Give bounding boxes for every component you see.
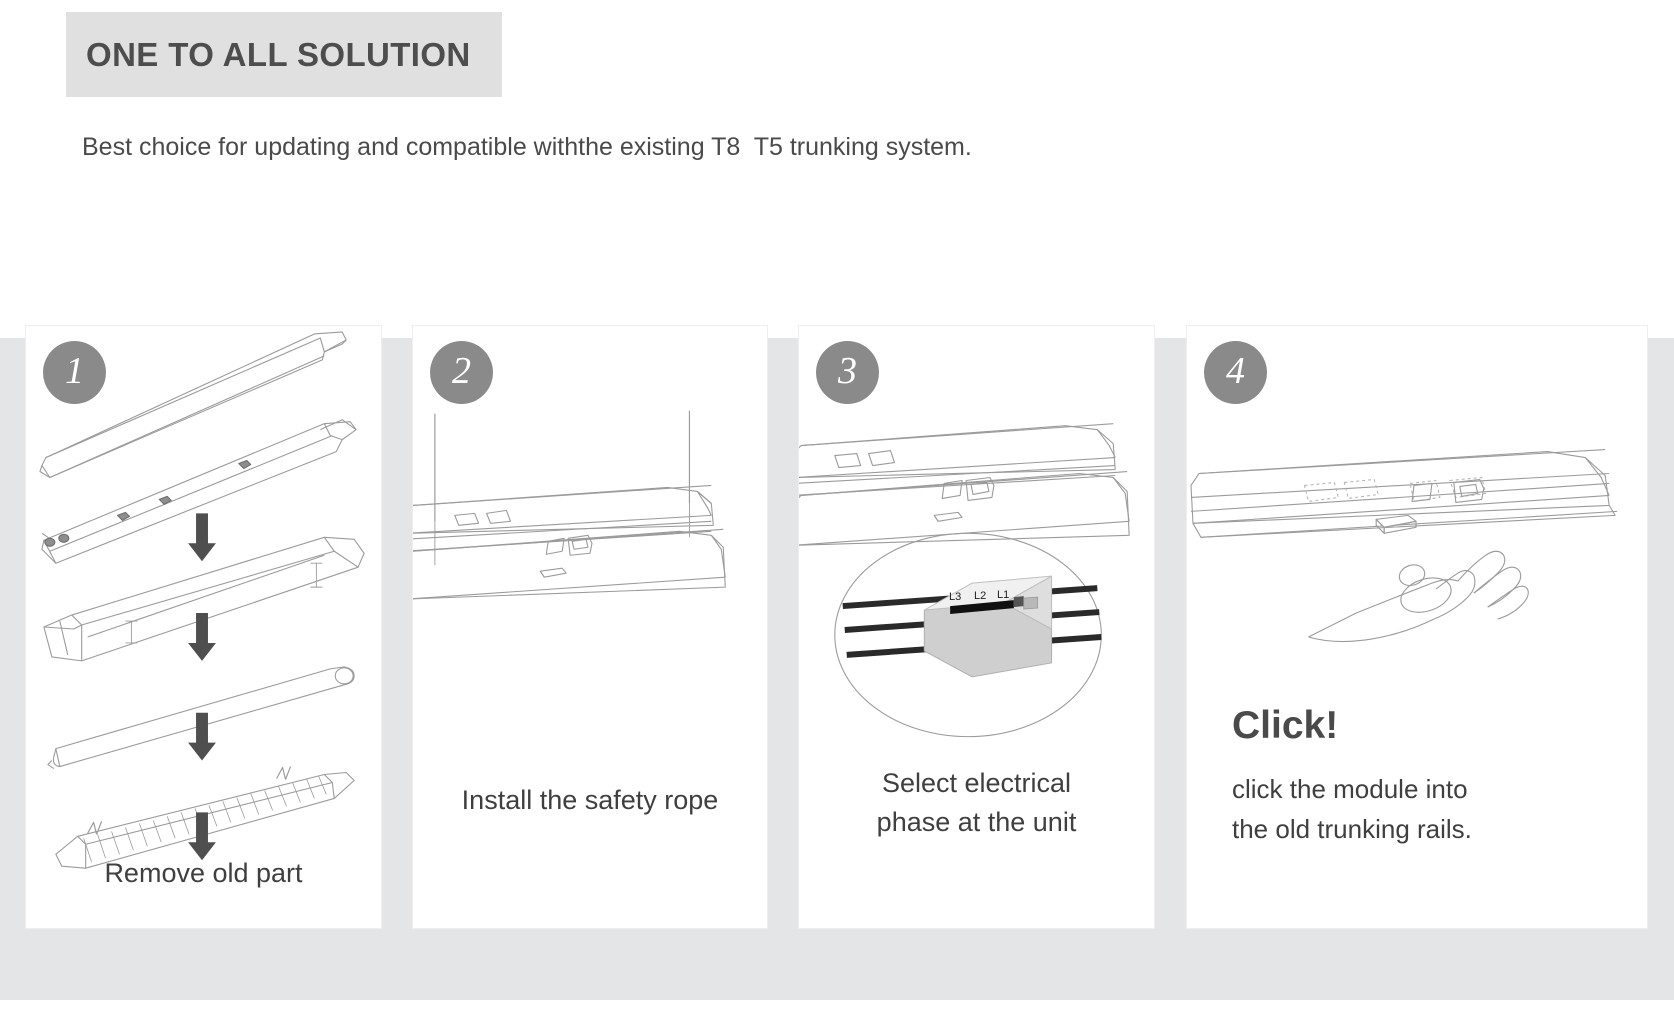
step-number-2: 2 xyxy=(452,350,471,392)
steps-container: 1 Remove old part xyxy=(0,325,1674,929)
step-caption-3: Select electrical phase at the unit xyxy=(876,768,1077,838)
phase-label-l3: L3 xyxy=(949,591,962,603)
step-panel-3[interactable]: L3 L2 L1 3 Select electrical phase at th… xyxy=(798,325,1155,929)
step-panel-4[interactable]: 4 Click! click the module into the old t… xyxy=(1186,325,1648,929)
step-number-badge-1: 1 xyxy=(43,341,106,404)
step-panel-1[interactable]: 1 Remove old part xyxy=(25,325,382,929)
step-number-3: 3 xyxy=(838,350,857,392)
step-number-badge-4: 4 xyxy=(1204,341,1267,404)
page-subtitle: Best choice for updating and compatible … xyxy=(82,133,972,161)
step-number-badge-2: 2 xyxy=(430,341,493,404)
phase-label-l1: L1 xyxy=(997,589,1010,601)
down-arrow xyxy=(188,513,216,861)
step-panel-2[interactable]: 2 Install the safety rope xyxy=(412,325,768,929)
step-1-illustration xyxy=(26,326,381,928)
page-title: ONE TO ALL SOLUTION xyxy=(86,35,471,73)
step-caption-4: click the module into the old trunking r… xyxy=(1232,774,1472,845)
step-3-illustration xyxy=(799,326,1154,928)
step-4-illustration xyxy=(1187,326,1647,928)
page-title-chip: ONE TO ALL SOLUTION xyxy=(66,12,502,97)
step-number-4: 4 xyxy=(1226,350,1245,392)
step-caption-2: Install the safety rope xyxy=(461,785,719,815)
phase-label-l2: L2 xyxy=(974,590,987,602)
step-2-illustration xyxy=(413,326,767,928)
step-number-badge-3: 3 xyxy=(816,341,879,404)
step-caption-1: Remove old part xyxy=(104,858,303,888)
step-4-heading: Click! xyxy=(1232,704,1339,747)
step-number-1: 1 xyxy=(65,350,84,392)
